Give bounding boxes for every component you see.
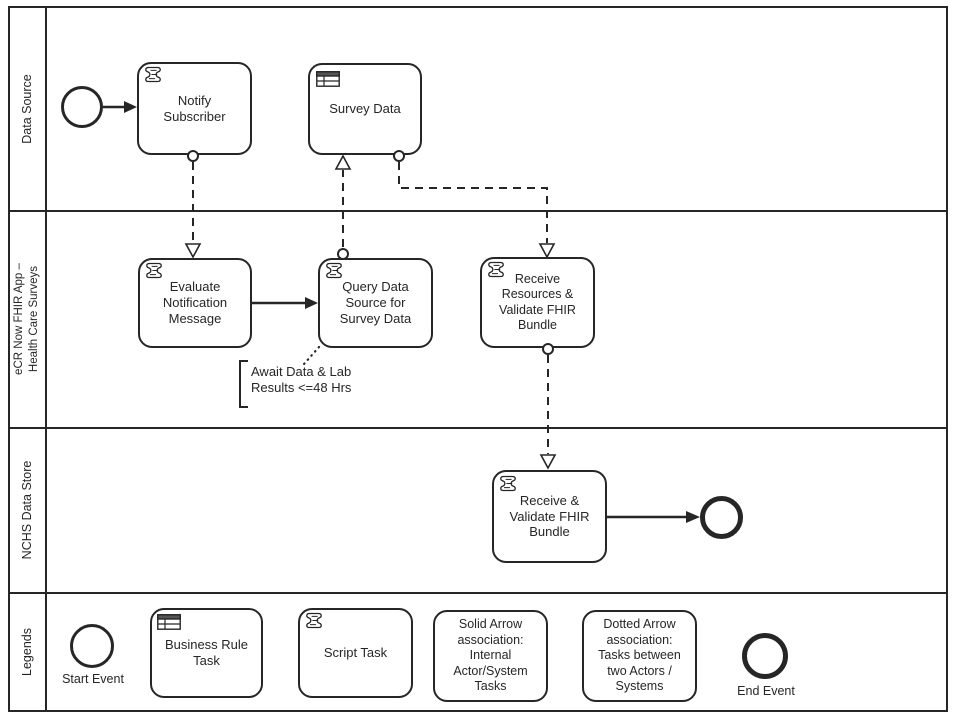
lane-divider-1: [8, 210, 948, 212]
business-rule-task-icon: [316, 71, 340, 87]
legend-dotted-arrow-association: Dotted Arrow association: Tasks between …: [582, 610, 697, 702]
annotation-text: Await Data & Lab Results <=48 Hrs: [251, 364, 352, 395]
lane-divider-3: [8, 592, 948, 594]
connection-point: [393, 150, 405, 162]
script-task-icon: [488, 261, 504, 278]
legend-label: Business Rule Task: [164, 637, 249, 668]
connection-point: [337, 248, 349, 260]
script-task-icon: [326, 262, 342, 279]
task-label: Query Data Source for Survey Data: [339, 279, 412, 326]
task-label: Evaluate Notification Message: [162, 279, 228, 326]
legend-solid-arrow-association: Solid Arrow association: Internal Actor/…: [433, 610, 548, 702]
task-label: Notify Subscriber: [163, 92, 226, 124]
connection-point: [187, 150, 199, 162]
script-task-icon: [146, 262, 162, 279]
task-label: Survey Data: [329, 101, 401, 117]
script-task-icon: [306, 612, 322, 629]
legend-end-event: [742, 633, 788, 679]
business-rule-task-icon: [157, 614, 181, 630]
lane-label-column-divider: [45, 6, 47, 712]
lane-label-legends: Legends: [19, 628, 34, 676]
legend-label: Dotted Arrow association: Tasks between …: [598, 616, 681, 694]
connection-point: [542, 343, 554, 355]
task-label: Receive & Validate FHIR Bundle: [509, 492, 590, 540]
start-event: [61, 86, 103, 128]
legend-start-event-label: Start Event: [62, 672, 124, 686]
legend-label: Script Task: [323, 645, 388, 661]
lane-label-ecr-now-fhir-app: eCR Now FHIR App – Health Care Surveys: [13, 263, 40, 375]
lane-label-data-source: Data Source: [19, 74, 34, 144]
legend-end-event-label: End Event: [737, 684, 795, 698]
script-task-icon: [145, 66, 161, 83]
task-label: Receive Resources & Validate FHIR Bundle: [499, 272, 576, 332]
script-task-icon: [500, 475, 516, 492]
legend-label: Solid Arrow association: Internal Actor/…: [453, 616, 528, 694]
pool-border: [8, 6, 948, 712]
task-survey-data: Survey Data: [308, 63, 422, 155]
legend-start-event: [70, 624, 114, 668]
end-event: [700, 496, 743, 539]
lane-divider-2: [8, 427, 948, 429]
